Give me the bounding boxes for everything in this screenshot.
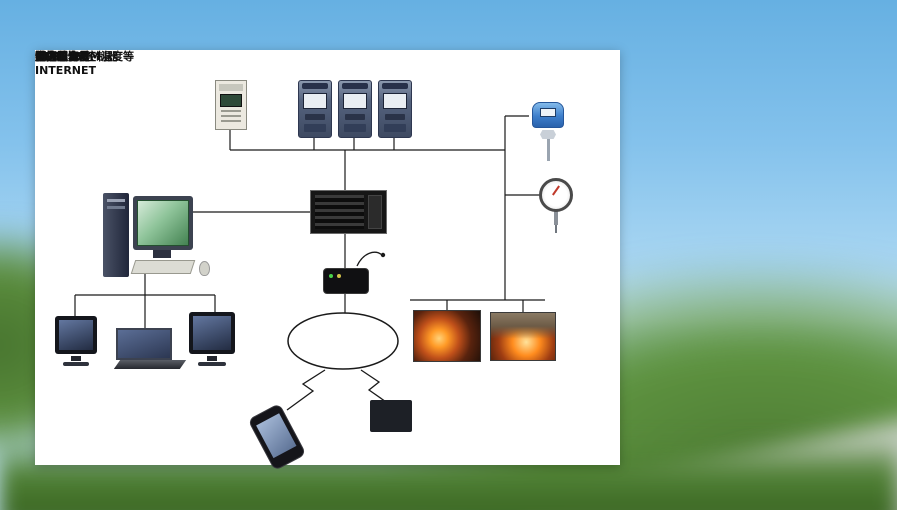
meter-screen — [383, 93, 407, 109]
server-monitor — [133, 196, 193, 250]
meter-screen — [303, 93, 327, 109]
slide-title: 能源优化 — [0, 4, 65, 23]
transmitter-head — [532, 102, 564, 128]
monitor-stand — [71, 356, 81, 361]
meter-cap — [342, 83, 368, 89]
client-monitor-2 — [187, 312, 237, 366]
pc-monitor — [370, 400, 412, 432]
transmitter-display — [540, 108, 556, 117]
cloud-label-line1: 短信通知 — [35, 50, 79, 63]
meter-terminals — [304, 124, 326, 132]
gauge-probe-tip — [555, 225, 557, 233]
modem-antenna-tip — [380, 252, 386, 258]
furnace-photo-2 — [490, 312, 556, 361]
power-meter-device — [298, 80, 332, 138]
power-meter-device — [338, 80, 372, 138]
slide-bullet-1: 节约了基本电费 — [0, 28, 113, 47]
meter-text-lines — [221, 110, 241, 112]
meter-buttons — [305, 114, 325, 120]
client-laptop — [111, 328, 187, 369]
meter-buttons — [385, 114, 405, 120]
transmitter-nut — [540, 130, 556, 139]
meter-cap — [382, 83, 408, 89]
controller-panel — [368, 195, 382, 229]
monitor-stand — [207, 356, 217, 361]
meter-screen — [220, 94, 242, 107]
server-mouse — [199, 261, 210, 276]
server-screen — [137, 200, 189, 246]
laptop-screen — [118, 330, 170, 358]
meter-screen — [343, 93, 367, 109]
monitor-stand — [153, 250, 171, 258]
modem-led — [329, 274, 333, 278]
gauge-needle — [552, 185, 560, 196]
monitor-bezel — [189, 312, 235, 354]
meter-cap — [302, 83, 328, 89]
gprs-modem-device — [323, 268, 369, 294]
pressure-transmitter-device — [527, 102, 569, 168]
odteks-controller-device — [310, 190, 387, 234]
temperature-gauge-device — [538, 178, 574, 234]
diagram-panel: 企业总表 电力分表 数据服务器 ODTEKS控制器 GPRS/GSM 压力、流量… — [35, 50, 620, 472]
gauge-dial — [539, 178, 573, 212]
modem-antenna-icon — [356, 251, 383, 267]
remote-pc-device — [365, 400, 417, 432]
enterprise-meter-device — [215, 80, 247, 130]
monitor-base — [198, 362, 226, 366]
transmitter-probe — [546, 139, 550, 161]
meter-terminals — [344, 124, 366, 132]
internet-cloud — [287, 312, 399, 370]
meter-buttons — [345, 114, 365, 120]
server-keyboard — [130, 260, 196, 274]
laptop-base — [113, 360, 187, 369]
meter-terminals — [384, 124, 406, 132]
laptop-screen-bezel — [116, 328, 172, 360]
monitor-screen — [193, 316, 231, 350]
wireless-link-right-icon — [360, 369, 390, 405]
monitor-base — [63, 362, 89, 366]
controller-io-rows — [315, 195, 364, 229]
server-tower — [103, 193, 129, 277]
meter-strip — [219, 84, 243, 91]
cloud-label: 短信通知 INTERNET — [35, 50, 96, 78]
cloud-label-line2: INTERNET — [35, 63, 97, 77]
client-monitor-1 — [53, 316, 99, 366]
furnace-photo-1 — [413, 310, 481, 362]
power-meter-device — [378, 80, 412, 138]
monitor-bezel — [55, 316, 97, 354]
tower-drive-slot — [107, 199, 125, 202]
wireless-link-left-icon — [286, 369, 326, 411]
gauge-stem — [554, 211, 558, 225]
monitor-screen — [59, 320, 93, 350]
